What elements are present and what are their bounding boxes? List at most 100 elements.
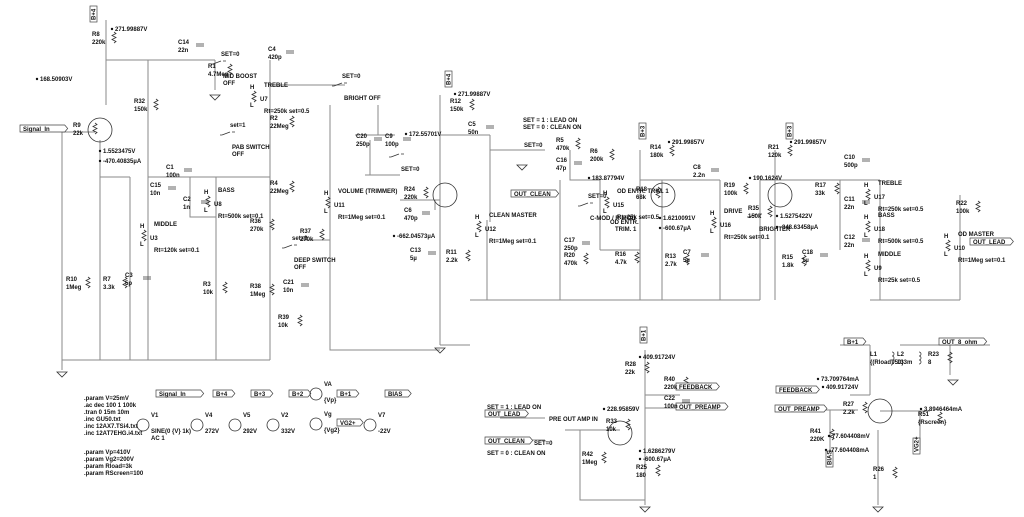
net-label: B+1: [340, 392, 352, 398]
component-L1[interactable]: [891, 351, 895, 365]
component-R27[interactable]: [862, 401, 868, 414]
component-R41[interactable]: [829, 428, 835, 441]
component-R26[interactable]: [892, 466, 898, 479]
component-R9[interactable]: [92, 122, 98, 135]
component-R25[interactable]: [655, 464, 661, 477]
component-C17[interactable]: [582, 241, 590, 245]
component-R24[interactable]: [423, 186, 429, 199]
component-C7[interactable]: [701, 253, 709, 257]
potentiometer-U12[interactable]: [476, 220, 482, 233]
node-dot: [110, 27, 114, 31]
component-R18[interactable]: [655, 186, 661, 199]
component-R2[interactable]: [289, 115, 295, 128]
component-R23[interactable]: [947, 351, 953, 364]
component-R11[interactable]: [465, 249, 471, 262]
component-R14[interactable]: [669, 144, 675, 157]
component-R33[interactable]: [625, 418, 631, 431]
component-C5[interactable]: [486, 125, 494, 129]
component-R42[interactable]: [601, 451, 607, 464]
component-R15[interactable]: [801, 254, 807, 267]
component-C1[interactable]: [184, 168, 192, 172]
component-ref: R24: [404, 187, 416, 193]
component-ref: C7: [683, 250, 691, 256]
component-R6[interactable]: [609, 148, 615, 161]
node-dot: [638, 355, 642, 359]
node-dot: [919, 407, 923, 411]
component-C16[interactable]: [574, 161, 582, 165]
net-label-flag: [250, 389, 274, 398]
potentiometer-U17[interactable]: [865, 188, 871, 201]
component-R5[interactable]: [575, 137, 581, 150]
source-ref: V1: [151, 413, 159, 419]
component-ref: C18: [802, 250, 814, 256]
component-R21[interactable]: [787, 144, 793, 157]
voltage-source-icon: [309, 417, 323, 431]
component-C20[interactable]: [374, 137, 382, 141]
component-C13[interactable]: [428, 251, 436, 255]
resistor-symbol-icon: [601, 451, 607, 464]
potentiometer-U11[interactable]: [325, 196, 331, 209]
component-C9[interactable]: [403, 137, 411, 141]
component-R38[interactable]: [269, 283, 275, 296]
potentiometer-U7[interactable]: [251, 90, 257, 103]
potentiometer-U10[interactable]: [945, 239, 951, 252]
component-C15[interactable]: [168, 186, 176, 190]
component-R39[interactable]: [297, 314, 303, 327]
potentiometer-U16[interactable]: [711, 216, 717, 229]
component-value: 220k: [92, 40, 106, 46]
component-C4[interactable]: [286, 50, 294, 54]
ground-icon: [872, 506, 884, 513]
component-R12[interactable]: [469, 98, 475, 111]
potentiometer-U8[interactable]: [205, 195, 211, 208]
component-R19[interactable]: [743, 182, 749, 195]
pot-ref: U17: [874, 195, 886, 201]
component-R13[interactable]: [684, 253, 690, 266]
component-R10[interactable]: [85, 276, 91, 289]
component-R16[interactable]: [634, 251, 640, 264]
pot-terminal-h: H: [475, 215, 479, 221]
potentiometer-symbol-icon: [141, 229, 147, 242]
component-C18[interactable]: [820, 253, 828, 257]
component-R17[interactable]: [834, 182, 840, 195]
component-R28[interactable]: [644, 361, 650, 374]
component-R7[interactable]: [122, 276, 128, 289]
component-C10[interactable]: [862, 158, 870, 162]
component-R32[interactable]: [153, 98, 159, 111]
component-ref: R32: [134, 99, 146, 105]
component-R22[interactable]: [975, 200, 981, 213]
component-C8[interactable]: [711, 168, 719, 172]
component-R20[interactable]: [583, 252, 589, 265]
net-label-flag: [484, 436, 534, 445]
component-C12[interactable]: [862, 238, 870, 242]
potentiometer-U18[interactable]: [865, 220, 871, 233]
component-R36[interactable]: [269, 218, 275, 231]
component-R3[interactable]: [222, 281, 228, 294]
capacitor-symbol-icon: [701, 253, 709, 257]
component-value: 470k: [556, 146, 570, 152]
resistor-symbol-icon: [153, 98, 159, 111]
component-C14[interactable]: [196, 43, 204, 47]
component-value: 22Meg: [270, 124, 289, 130]
potentiometer-U3[interactable]: [141, 229, 147, 242]
component-R51[interactable]: [937, 411, 943, 424]
component-R35[interactable]: [767, 205, 773, 218]
component-value: 150k: [450, 107, 464, 113]
component-R1[interactable]: [227, 63, 233, 76]
potentiometer-U9[interactable]: [865, 259, 871, 272]
component-C3[interactable]: [143, 276, 151, 280]
pot-ref: U11: [334, 203, 345, 209]
source-extra: AC 1: [151, 436, 165, 442]
component-R8[interactable]: [111, 31, 117, 44]
pot-label: TREBLE: [878, 181, 902, 187]
component-C21[interactable]: [301, 283, 309, 287]
node-dot: [821, 385, 825, 389]
potentiometer-U15[interactable]: [604, 196, 610, 209]
component-C22[interactable]: [682, 399, 690, 403]
component-C11[interactable]: [862, 200, 870, 204]
component-R37[interactable]: [319, 228, 325, 241]
component-C6[interactable]: [422, 211, 430, 215]
component-L2[interactable]: [918, 351, 922, 365]
component-R4[interactable]: [289, 180, 295, 193]
resistor-symbol-icon: [743, 182, 749, 195]
